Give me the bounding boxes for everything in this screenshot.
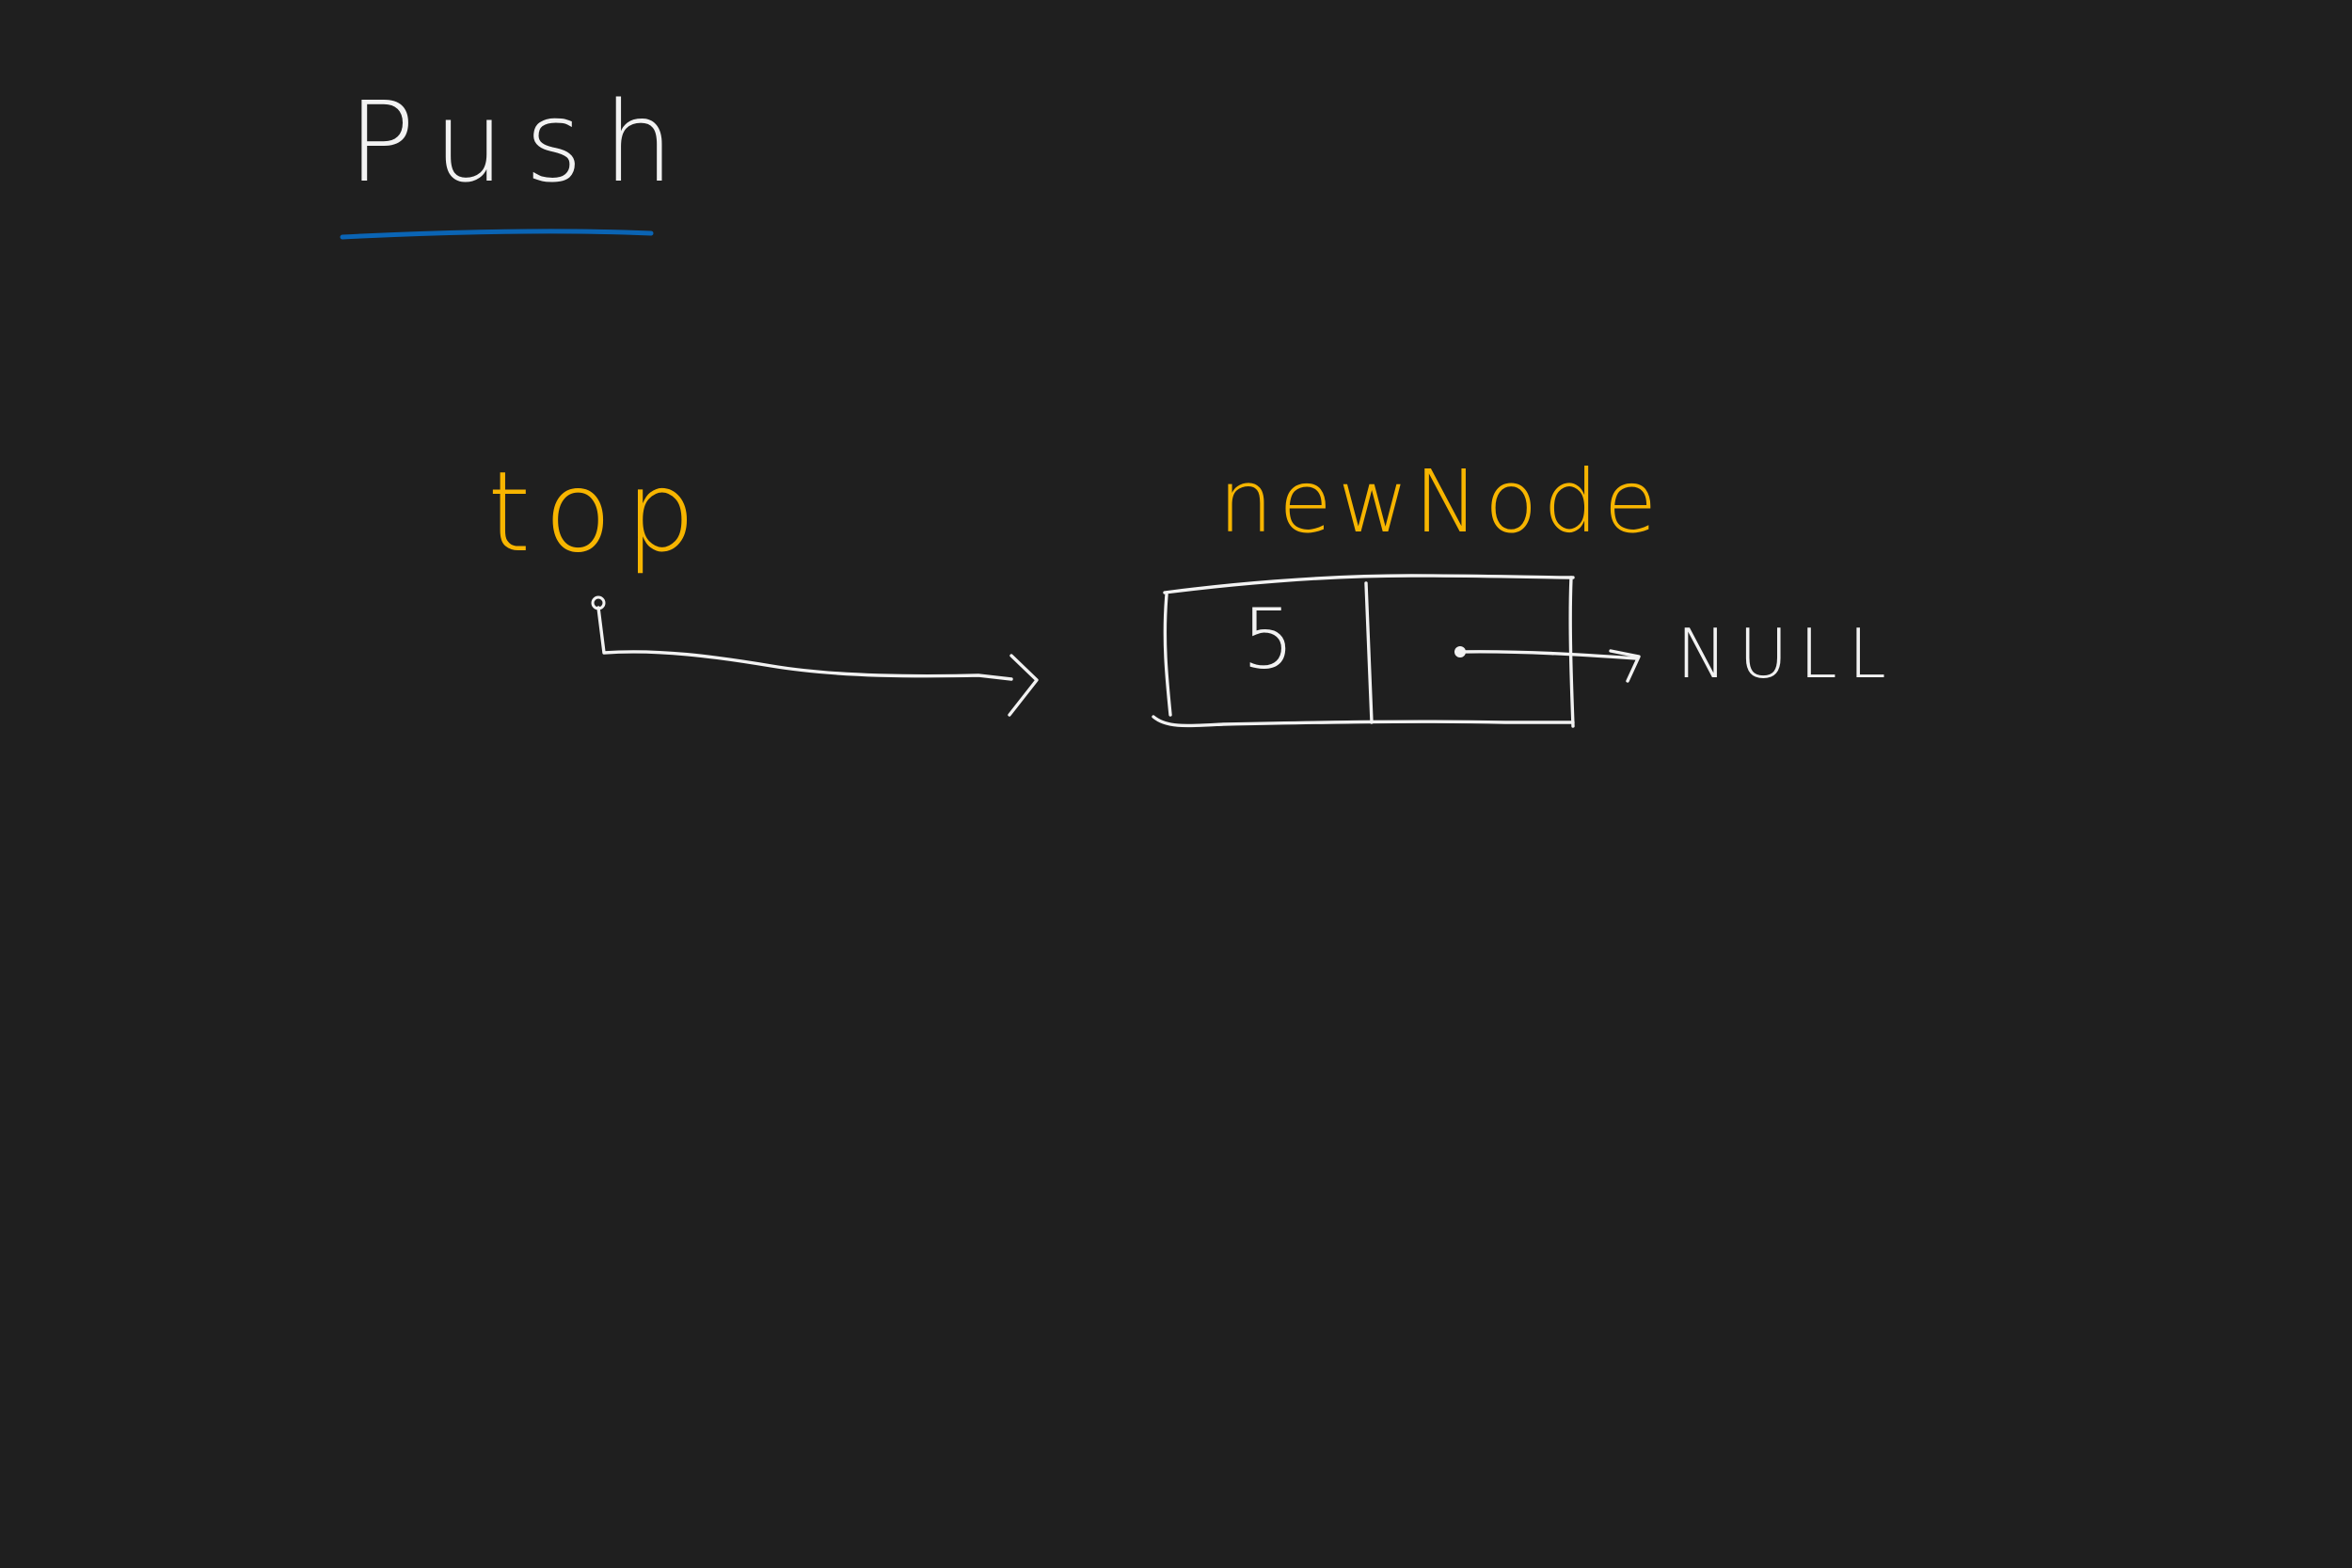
next-pointer-arrow-shaft	[1458, 650, 1639, 660]
top-to-node-arrow-shaft	[596, 606, 1013, 681]
null-terminal-label: NULL	[1677, 614, 1898, 693]
top-pointer-label: top	[487, 447, 708, 577]
node-bottom-edge	[1152, 715, 1575, 728]
node-data-value: 5	[1242, 591, 1295, 688]
node-top-edge	[1163, 574, 1575, 594]
node-left-edge	[1163, 593, 1172, 717]
new-node-label: newNode	[1218, 451, 1662, 552]
next-pointer-arrow-head	[1609, 649, 1641, 683]
node-right-edge	[1568, 576, 1575, 728]
node-box	[1152, 574, 1575, 728]
title-underline	[340, 229, 654, 240]
node-cell-divider	[1364, 581, 1374, 724]
diagram-title: Push	[348, 77, 694, 207]
top-to-node-arrow-head	[1008, 654, 1039, 717]
